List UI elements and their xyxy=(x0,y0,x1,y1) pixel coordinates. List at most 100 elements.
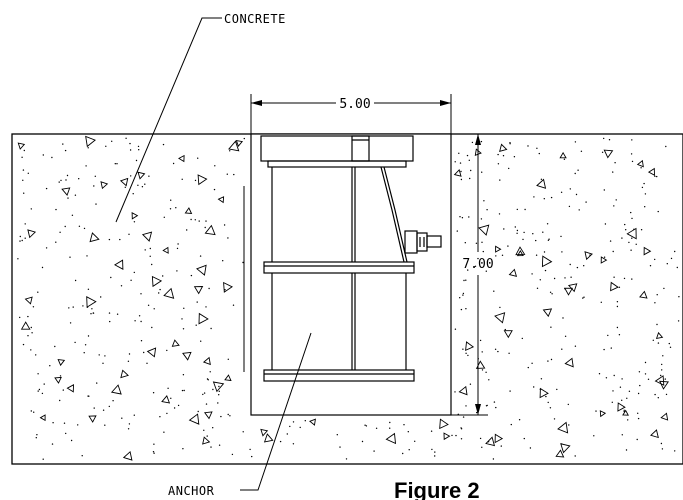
aggregate-dot xyxy=(125,137,127,139)
aggregate-dot xyxy=(212,427,214,429)
aggregate-triangle xyxy=(564,287,574,296)
aggregate-dot xyxy=(218,394,220,396)
aggregate-dot xyxy=(527,145,529,147)
aggregate-dot xyxy=(138,315,141,317)
aggregate-dot xyxy=(657,210,659,213)
aggregate-dot xyxy=(37,291,39,293)
aggregate-dot xyxy=(454,161,456,163)
aggregate-dot xyxy=(292,421,295,423)
aggregate-dot xyxy=(19,316,21,319)
aggregate-dot xyxy=(483,200,485,202)
aggregate-dot xyxy=(51,443,54,445)
aggregate-dot xyxy=(595,410,597,412)
aggregate-dot xyxy=(87,395,89,397)
aggregate-dot xyxy=(481,171,483,173)
aggregate-dot xyxy=(469,383,472,385)
aggregate-dot xyxy=(583,265,585,267)
aggregate-dot xyxy=(199,255,202,257)
aggregate-dot xyxy=(83,227,86,230)
aggregate-dot xyxy=(621,237,623,239)
aggregate-dot xyxy=(470,169,472,172)
aggregate-triangle xyxy=(57,359,66,367)
aggregate-dot xyxy=(177,404,180,407)
aggregate-dot xyxy=(130,279,132,281)
aggregate-triangle xyxy=(193,286,204,295)
aggregate-dot xyxy=(576,266,579,269)
aggregate-dot xyxy=(224,289,226,291)
aggregate-dot xyxy=(605,377,608,379)
aggregate-dot xyxy=(524,208,526,211)
aggregate-dot xyxy=(462,294,464,296)
aggregate-dot xyxy=(482,250,484,253)
aggregate-dot xyxy=(77,424,79,426)
aggregate-triangle xyxy=(61,187,71,196)
aggregate-dot xyxy=(92,312,95,314)
aggregate-dot xyxy=(654,175,656,177)
aggregate-dot xyxy=(206,435,208,437)
figure-caption: Figure 2 xyxy=(394,478,480,500)
aggregate-dot xyxy=(465,352,467,354)
aggregate-triangle xyxy=(263,433,274,443)
aggregate-dot xyxy=(43,383,45,385)
aggregate-dot xyxy=(540,378,543,380)
aggregate-dot xyxy=(218,385,220,388)
aggregate-dot xyxy=(630,153,633,155)
aggregate-dot xyxy=(114,163,117,165)
aggregate-triangle xyxy=(110,384,122,395)
aggregate-dot xyxy=(242,431,244,433)
aggregate-dot xyxy=(210,327,212,330)
aggregate-dot xyxy=(54,345,56,348)
aggregate-dot xyxy=(654,258,656,261)
aggregate-dot xyxy=(90,313,92,315)
aggregate-dot xyxy=(609,240,612,242)
aggregate-dot xyxy=(21,239,23,242)
aggregate-dot xyxy=(468,159,470,161)
aggregate-triangle xyxy=(453,169,462,177)
aggregate-dot xyxy=(631,237,633,239)
aggregate-triangle xyxy=(494,312,506,324)
aggregate-triangle xyxy=(113,259,124,270)
aggregate-dot xyxy=(22,169,25,171)
aggregate-triangle xyxy=(650,429,659,439)
aggregate-dot xyxy=(170,397,172,399)
aggregate-dot xyxy=(507,245,509,247)
aggregate-dot xyxy=(499,179,501,181)
aggregate-dot xyxy=(616,305,619,308)
aggregate-dot xyxy=(504,328,506,331)
depth-dimension xyxy=(451,133,488,416)
aggregate-dot xyxy=(568,424,570,426)
aggregate-dot xyxy=(542,231,544,233)
aggregate-dot xyxy=(144,249,146,251)
aggregate-dot xyxy=(127,360,130,362)
aggregate-dot xyxy=(493,290,495,292)
aggregate-dot xyxy=(86,255,88,257)
aggregate-dot xyxy=(475,242,478,244)
aggregate-dot xyxy=(613,374,615,377)
aggregate-triangle xyxy=(465,341,475,352)
aggregate-dot xyxy=(562,317,564,319)
aggregate-dot xyxy=(181,178,183,180)
aggregate-dot xyxy=(663,287,665,290)
aggregate-dot xyxy=(95,203,97,205)
anchor-label: ANCHOR xyxy=(168,484,215,498)
aggregate-dot xyxy=(618,334,621,336)
aggregate-dot xyxy=(128,423,131,425)
aggregate-dot xyxy=(657,342,660,344)
aggregate-dot xyxy=(108,312,111,314)
aggregate-dot xyxy=(500,445,502,447)
aggregate-dot xyxy=(547,239,550,241)
aggregate-triangle xyxy=(494,433,504,444)
aggregate-dot xyxy=(548,238,550,240)
aggregate-dot xyxy=(540,178,543,180)
aggregate-triangle xyxy=(385,432,397,445)
aggregate-dot xyxy=(130,175,132,177)
aggregate-dot xyxy=(186,229,188,231)
aggregate-dot xyxy=(120,285,123,287)
anchor-blockout xyxy=(250,133,452,416)
aggregate-dot xyxy=(60,179,62,182)
aggregate-triangle xyxy=(439,418,449,430)
aggregate-dot xyxy=(661,363,663,366)
aggregate-dot xyxy=(494,348,497,350)
aggregate-dot xyxy=(654,393,656,396)
